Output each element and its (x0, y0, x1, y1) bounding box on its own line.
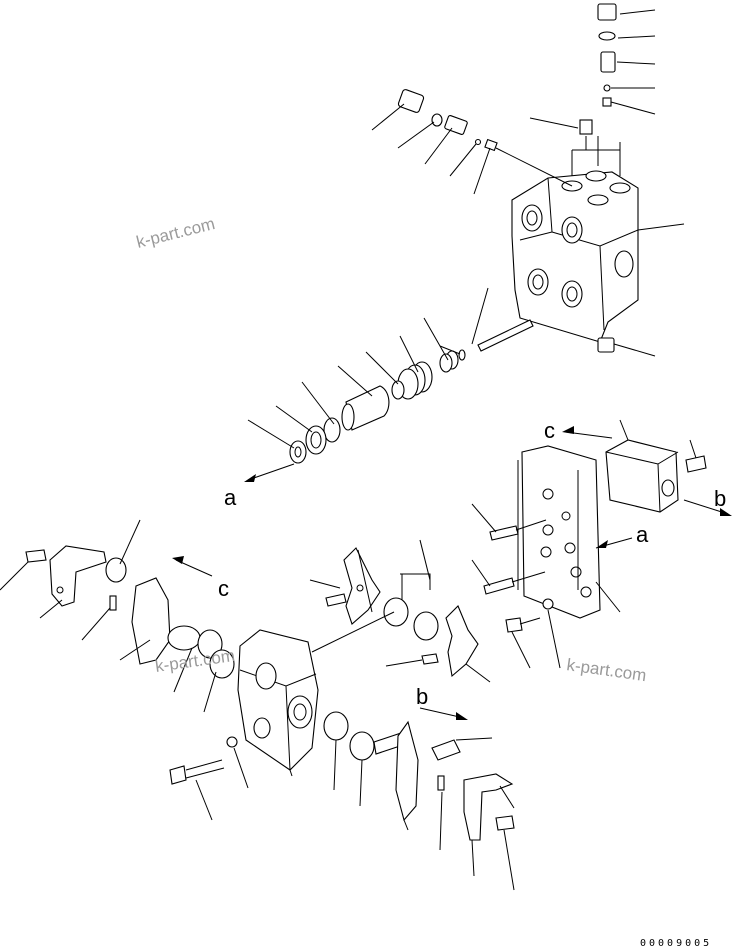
lower-right-lever-parts (323, 711, 515, 841)
flow-label-c-upper: c (544, 418, 555, 443)
lower-leader-lines (0, 519, 515, 891)
upper-valve-body (511, 170, 639, 343)
arrow-b-right (683, 499, 732, 516)
right-leader-lines (471, 503, 621, 669)
watermark-lower-right: k-part.com (565, 655, 647, 685)
arrow-a-right (595, 537, 633, 549)
upper-port-plugs (397, 89, 573, 187)
flow-label-b-right: b (714, 486, 726, 511)
watermark-upper: k-part.com (134, 214, 217, 252)
left-lever-parts (25, 545, 235, 679)
top-plug-stack (571, 3, 621, 353)
arrow-c-upper (562, 426, 613, 439)
gasket-plate (517, 445, 601, 619)
spool-stack (289, 319, 534, 464)
arrow-b-lower (419, 707, 468, 720)
center-lever-parts (325, 547, 479, 678)
lower-valve-housing (237, 629, 319, 771)
long-bolt-and-washer (169, 736, 238, 785)
drawing-code: 00009005 (640, 938, 712, 949)
plate-pins-and-bolt (483, 519, 554, 633)
arrow-a-left (244, 463, 295, 482)
arrow-c-lower (172, 556, 213, 577)
flow-label-c-lower: c (218, 576, 229, 601)
upper-leader-lines (247, 9, 685, 449)
flow-label-a-left: a (224, 485, 237, 510)
flow-label-a-right: a (636, 522, 649, 547)
solenoid-block (605, 419, 707, 513)
flow-label-b-lower: b (416, 684, 428, 709)
